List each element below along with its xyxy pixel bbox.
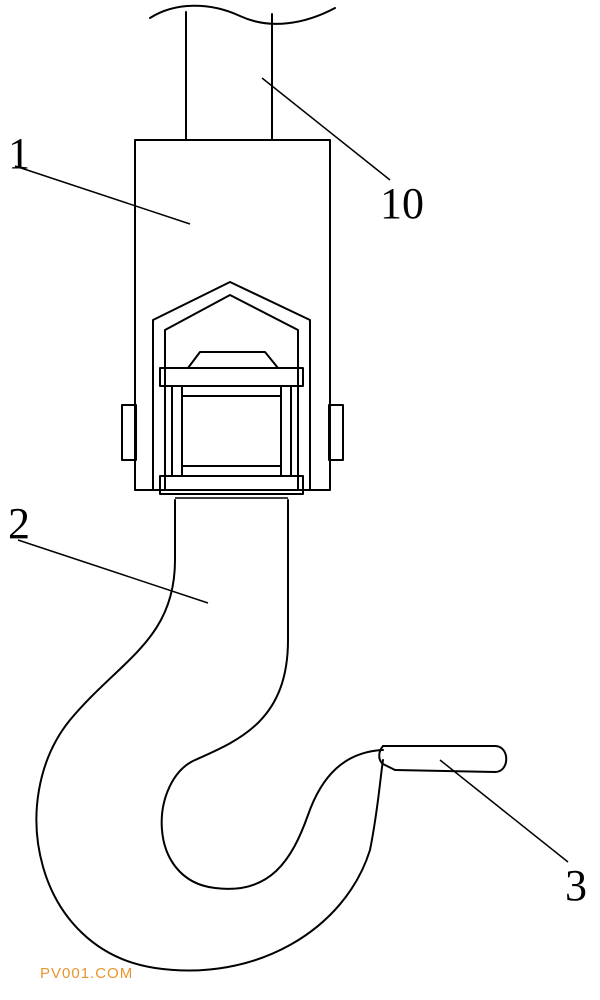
label-3: 3 [565, 861, 587, 910]
latch-part-3 [378, 745, 508, 773]
label-10: 10 [380, 179, 424, 228]
leader-3 [439, 759, 569, 863]
leader-10 [261, 77, 391, 181]
leader-lines [14, 77, 569, 863]
swivel-bearing [159, 351, 304, 499]
watermark-text: PV001.COM [40, 965, 133, 982]
label-1: 1 [8, 129, 30, 178]
label-2: 2 [8, 499, 30, 548]
leader-1 [14, 165, 191, 225]
hook-part-2 [35, 499, 384, 972]
leader-2 [17, 539, 209, 604]
housing-part-1 [121, 139, 344, 491]
rod-part-10 [149, 4, 336, 141]
